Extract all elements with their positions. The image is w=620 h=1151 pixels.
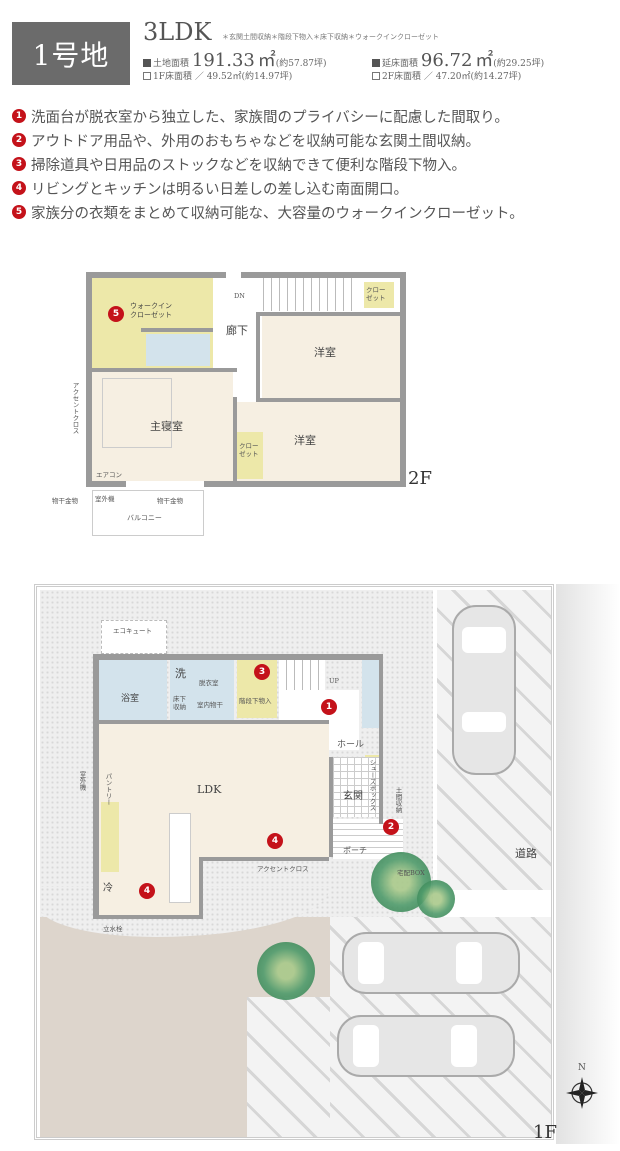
number-marker-icon: 1 [12, 109, 26, 123]
toilet-2f [146, 334, 210, 366]
balcony-label: バルコニー [127, 514, 162, 522]
filled-square-icon [143, 59, 151, 67]
entrance [333, 757, 379, 817]
closet-label: クロー ゼット [239, 442, 259, 458]
number-marker-icon: 2 [12, 133, 26, 147]
western-room-1 [262, 316, 400, 398]
under-stair-storage-label: 階段下物入 [239, 697, 272, 705]
floor2-area: 2F床面積 ／ 47.20㎡(約14.27坪) [372, 69, 521, 82]
marker-3-icon: 3 [254, 664, 270, 680]
floor-2f-label: 2F [408, 468, 432, 489]
entrance-storage-label: 土間収納 [394, 787, 402, 813]
laundry-hanger-label: 物干金物 [52, 497, 78, 505]
ldk-label: LDK [197, 783, 222, 796]
filled-square-icon [372, 59, 380, 67]
shoe-box-label: シューズボックス [368, 759, 376, 811]
eco-cute-label: エコキュート [113, 627, 152, 635]
master-bedroom-label: 主寝室 [150, 420, 183, 433]
tree-icon [257, 942, 315, 1000]
eco-cute [101, 620, 167, 654]
bathroom [99, 660, 167, 720]
delivery-box-label: 宅配BOX [397, 869, 425, 877]
wash-label: 洗 [175, 667, 186, 680]
car-icon [452, 605, 516, 775]
lot-badge: 1号地 [12, 22, 130, 85]
pantry-label: パントリー [104, 773, 112, 806]
dressing-room [170, 660, 234, 720]
floor-area-value: 96.72 [420, 50, 473, 71]
number-marker-icon: 5 [12, 205, 26, 219]
compass-icon [565, 1076, 599, 1110]
total-floor-area: 延床面積 96.72 ㎡(約29.25坪) [372, 46, 544, 72]
faucet-label: 立水栓 [103, 925, 123, 933]
outdoor-unit-label: 室外機 [78, 771, 86, 791]
number-marker-icon: 3 [12, 157, 26, 171]
western-room-2 [237, 402, 400, 481]
floor-1f-label: 1F [533, 1122, 557, 1143]
land-area-value: 191.33 [191, 50, 255, 71]
north-label: N [578, 1063, 586, 1073]
number-marker-icon: 4 [12, 181, 26, 195]
walk-in-closet-label: ウォークイン クローゼット [130, 302, 172, 319]
underfloor-storage-label: 床下 収納 [173, 695, 186, 711]
road-label: 道路 [515, 847, 537, 860]
lot-label: 1号地 [32, 38, 110, 72]
closet-2f [237, 432, 263, 479]
marker-4-icon: 4 [139, 883, 155, 899]
ldk [99, 724, 329, 860]
aircon-label: エアコン [96, 471, 122, 479]
layout-type: 3LDK [143, 18, 212, 46]
marker-1-icon: 1 [321, 699, 337, 715]
closet-label: クロー ゼット [366, 286, 386, 302]
accent-cloth-label: アクセントクロス [71, 382, 79, 434]
hallway-label: 廊下 [226, 324, 248, 337]
stairs-1f [279, 660, 325, 690]
down-label: DN [234, 292, 245, 300]
road [556, 584, 620, 1144]
features-list: ＊玄関土間収納＊階段下物入＊床下収納＊ウォークインクローゼット [222, 33, 439, 41]
indoor-drying-label: 室内物干 [197, 701, 223, 709]
floor1-site-plan: エコキュート 洗 脱衣室 浴室 床下 収納 室内物干 階段下物入 UP ホール … [34, 584, 554, 1140]
fridge-label: 冷 [103, 883, 113, 894]
porch-label: ポーチ [343, 846, 367, 855]
car-icon [342, 932, 520, 994]
western-room-1-label: 洋室 [314, 346, 336, 359]
floor2-plan: ウォークイン クローゼット 5 DN 廊下 洋室 主寝室 洋室 クロー ゼット … [71, 272, 432, 489]
master-bedroom [92, 372, 233, 481]
car-icon [337, 1015, 515, 1077]
marker-5-icon: 5 [108, 306, 124, 322]
marker-4-icon: 4 [267, 833, 283, 849]
floor1-area: 1F床面積 ／ 49.52㎡(約14.97坪) [143, 69, 292, 82]
balcony: 室外機 バルコニー [92, 490, 204, 536]
outdoor-unit-label: 室外機 [95, 495, 115, 503]
accent-cloth-label: アクセントクロス [257, 865, 309, 873]
dressing-room-label: 脱衣室 [199, 679, 219, 687]
tree-icon [417, 880, 455, 918]
kitchen-counter [169, 813, 191, 903]
bath-label: 浴室 [121, 694, 140, 704]
empty-square-icon [372, 72, 380, 80]
bicycle-parking [247, 997, 330, 1137]
stairs-2f [256, 278, 356, 311]
land-area: 土地面積 191.33 ㎡(約57.87坪) [143, 46, 327, 72]
laundry-hanger-label: 物干金物 [157, 497, 183, 505]
pantry [101, 802, 119, 872]
marker-2-icon: 2 [383, 819, 399, 835]
hall-label: ホール [337, 740, 365, 750]
up-label: UP [329, 677, 339, 685]
western-room-2-label: 洋室 [294, 434, 316, 447]
entrance-label: 玄関 [343, 791, 363, 802]
empty-square-icon [143, 72, 151, 80]
toilet-1f [362, 660, 383, 728]
